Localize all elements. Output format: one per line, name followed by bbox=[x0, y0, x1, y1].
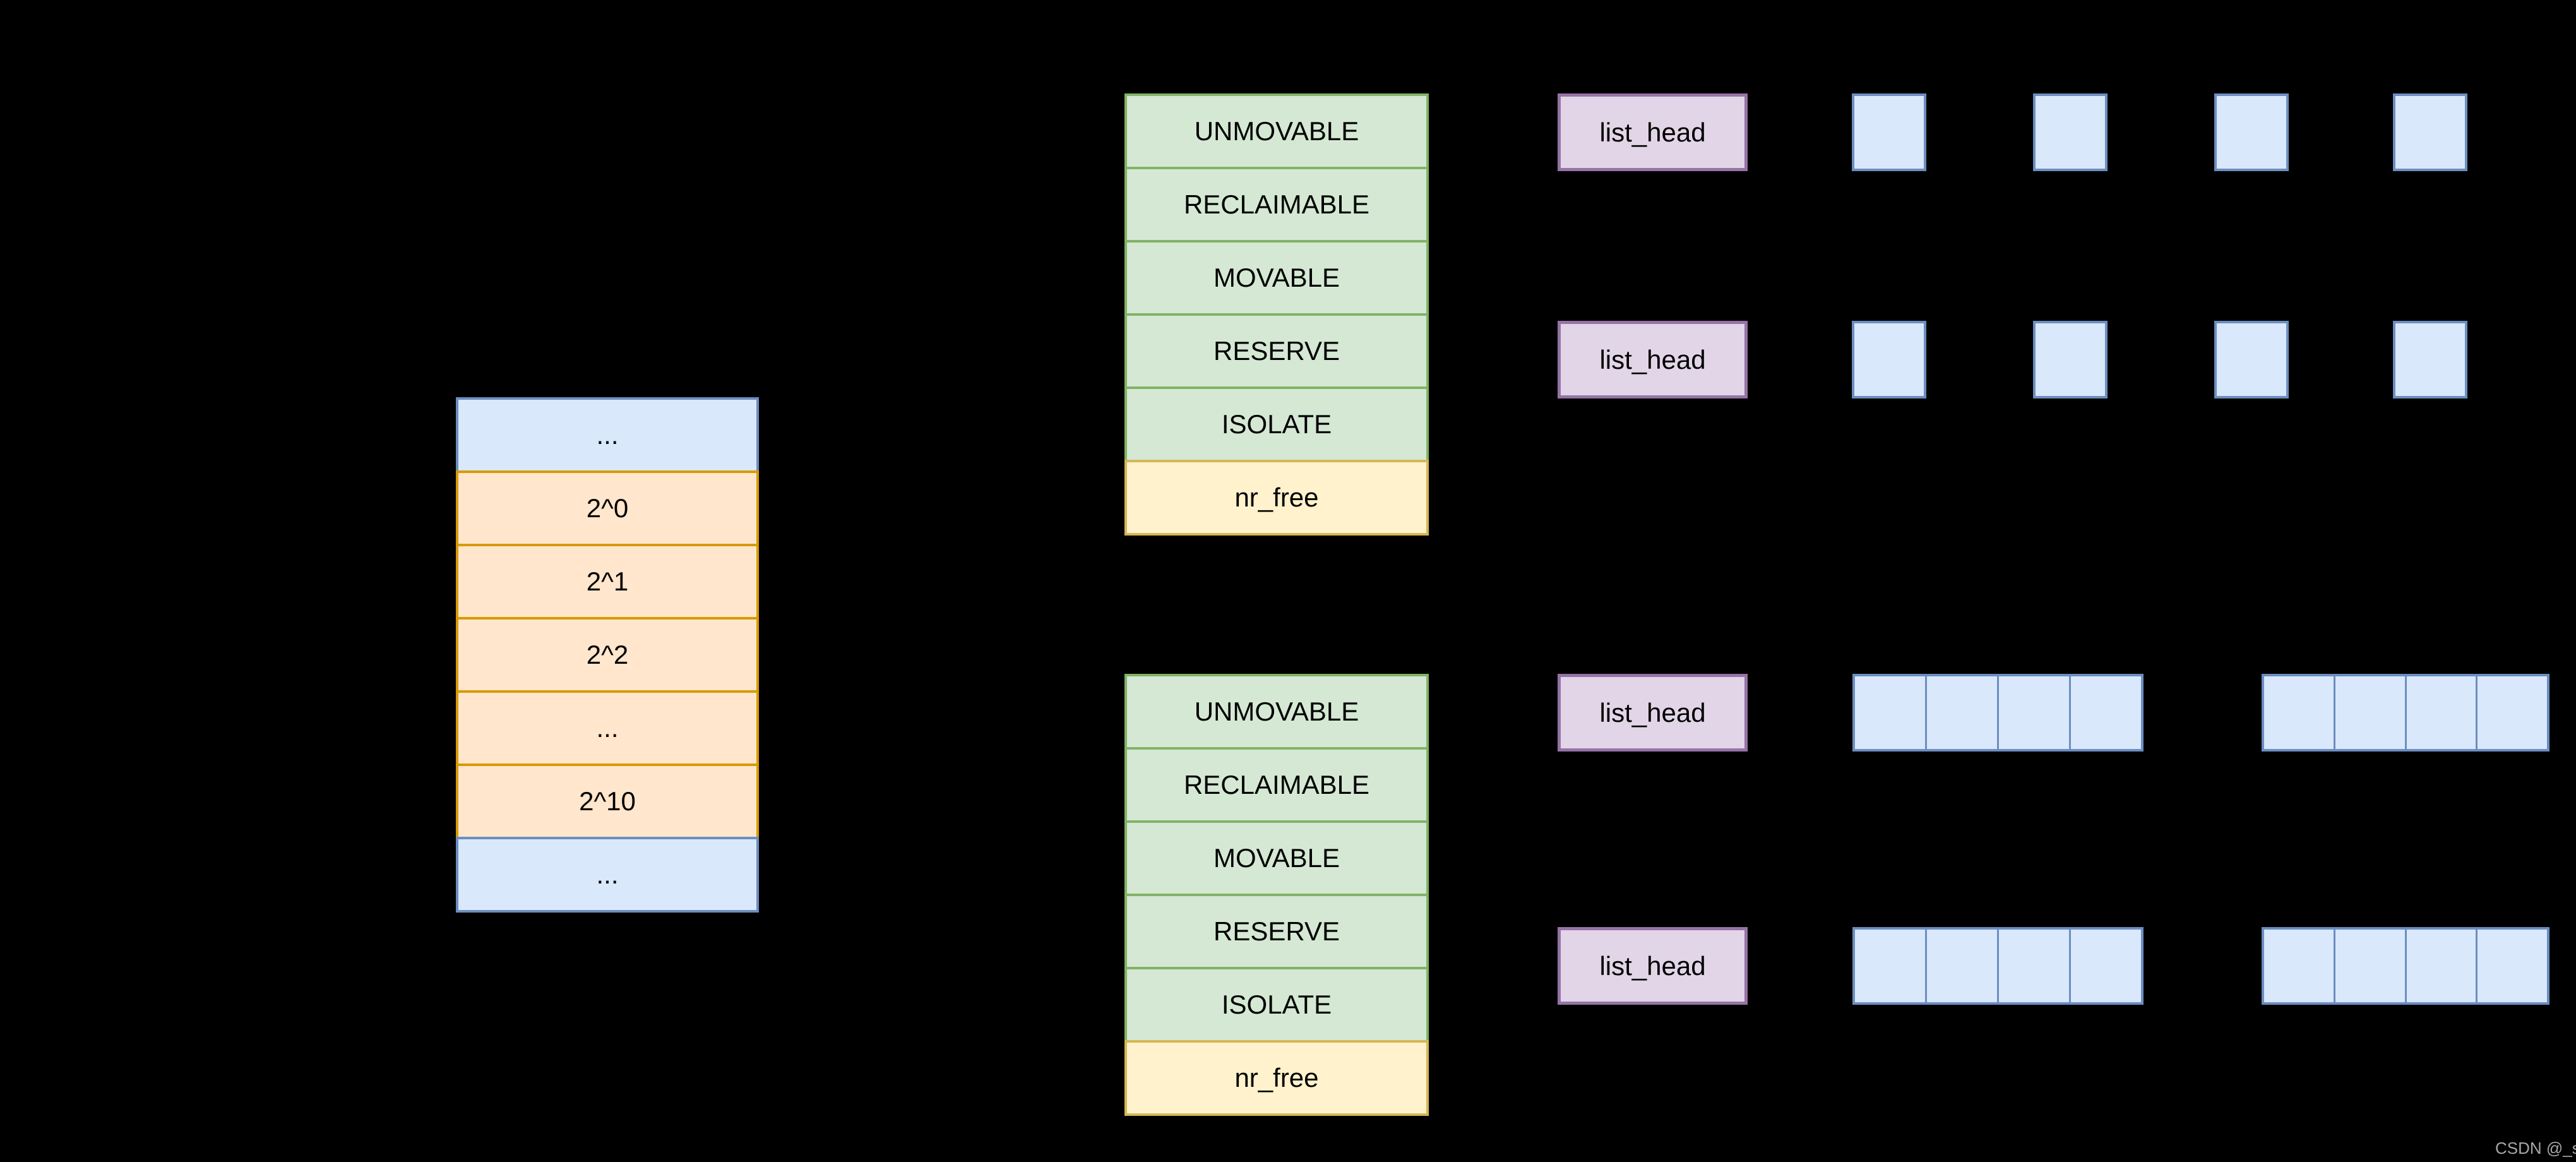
free-area-row-order-2: 2^2 bbox=[456, 617, 759, 693]
free-area-row-order-1: 2^1 bbox=[456, 544, 759, 620]
page-block bbox=[1852, 674, 2144, 752]
page-cell bbox=[1855, 676, 1925, 749]
free-area-row-order-0: 2^0 bbox=[456, 470, 759, 546]
page-cell bbox=[1997, 676, 2069, 749]
free-area-row-order-10: 2^10 bbox=[456, 764, 759, 839]
page-cell bbox=[1925, 930, 1997, 1002]
top-row-reclaimable: RECLAIMABLE bbox=[1124, 167, 1429, 243]
page-cell bbox=[2069, 930, 2141, 1002]
csdn-watermark: CSDN @_sky123_ bbox=[2495, 1139, 2576, 1158]
bottom-row-nr-free: nr_free bbox=[1124, 1040, 1429, 1116]
page-cell bbox=[2476, 676, 2547, 749]
bottom-row-isolate: ISOLATE bbox=[1124, 967, 1429, 1043]
top-row-isolate: ISOLATE bbox=[1124, 386, 1429, 462]
page-cell bbox=[2264, 930, 2334, 1002]
free-area-row-ellipsis-bottom: ... bbox=[456, 837, 759, 913]
top-migratetype-column: UNMOVABLE RECLAIMABLE MOVABLE RESERVE IS… bbox=[1124, 93, 1429, 536]
page-cell bbox=[1997, 930, 2069, 1002]
page-cell bbox=[1925, 676, 1997, 749]
page-cell bbox=[2333, 930, 2405, 1002]
top-row-nr-free: nr_free bbox=[1124, 460, 1429, 536]
page-block bbox=[2262, 674, 2549, 752]
page-block bbox=[2262, 927, 2549, 1005]
bottom-list-head-unmovable: list_head bbox=[1558, 674, 1748, 752]
page-cell bbox=[2333, 676, 2405, 749]
page-cell bbox=[2476, 930, 2547, 1002]
page-cell bbox=[2069, 676, 2141, 749]
page-square bbox=[1852, 321, 1926, 398]
top-row-unmovable: UNMOVABLE bbox=[1124, 93, 1429, 169]
free-area-row-ellipsis-mid: ... bbox=[456, 690, 759, 766]
top-row-reserve: RESERVE bbox=[1124, 313, 1429, 389]
page-square bbox=[1852, 93, 1926, 171]
page-cell bbox=[2264, 676, 2334, 749]
bottom-row-movable: MOVABLE bbox=[1124, 820, 1429, 896]
top-list-head-reserve: list_head bbox=[1558, 321, 1748, 398]
page-square bbox=[2033, 93, 2108, 171]
page-cell bbox=[2404, 930, 2476, 1002]
page-block bbox=[1852, 927, 2144, 1005]
page-square bbox=[2214, 321, 2289, 398]
page-cell bbox=[2404, 676, 2476, 749]
bottom-row-reclaimable: RECLAIMABLE bbox=[1124, 747, 1429, 823]
free-area-row-ellipsis-top: ... bbox=[456, 397, 759, 473]
bottom-row-unmovable: UNMOVABLE bbox=[1124, 674, 1429, 750]
page-square bbox=[2033, 321, 2108, 398]
page-square bbox=[2393, 321, 2467, 398]
page-square bbox=[2393, 93, 2467, 171]
bottom-migratetype-column: UNMOVABLE RECLAIMABLE MOVABLE RESERVE IS… bbox=[1124, 674, 1429, 1116]
free-area-array-column: ... 2^0 2^1 2^2 ... 2^10 ... bbox=[456, 397, 759, 913]
page-square bbox=[2214, 93, 2289, 171]
page-cell bbox=[1855, 930, 1925, 1002]
bottom-list-head-reserve: list_head bbox=[1558, 927, 1748, 1005]
bottom-row-reserve: RESERVE bbox=[1124, 894, 1429, 969]
top-list-head-unmovable: list_head bbox=[1558, 93, 1748, 171]
top-row-movable: MOVABLE bbox=[1124, 240, 1429, 316]
